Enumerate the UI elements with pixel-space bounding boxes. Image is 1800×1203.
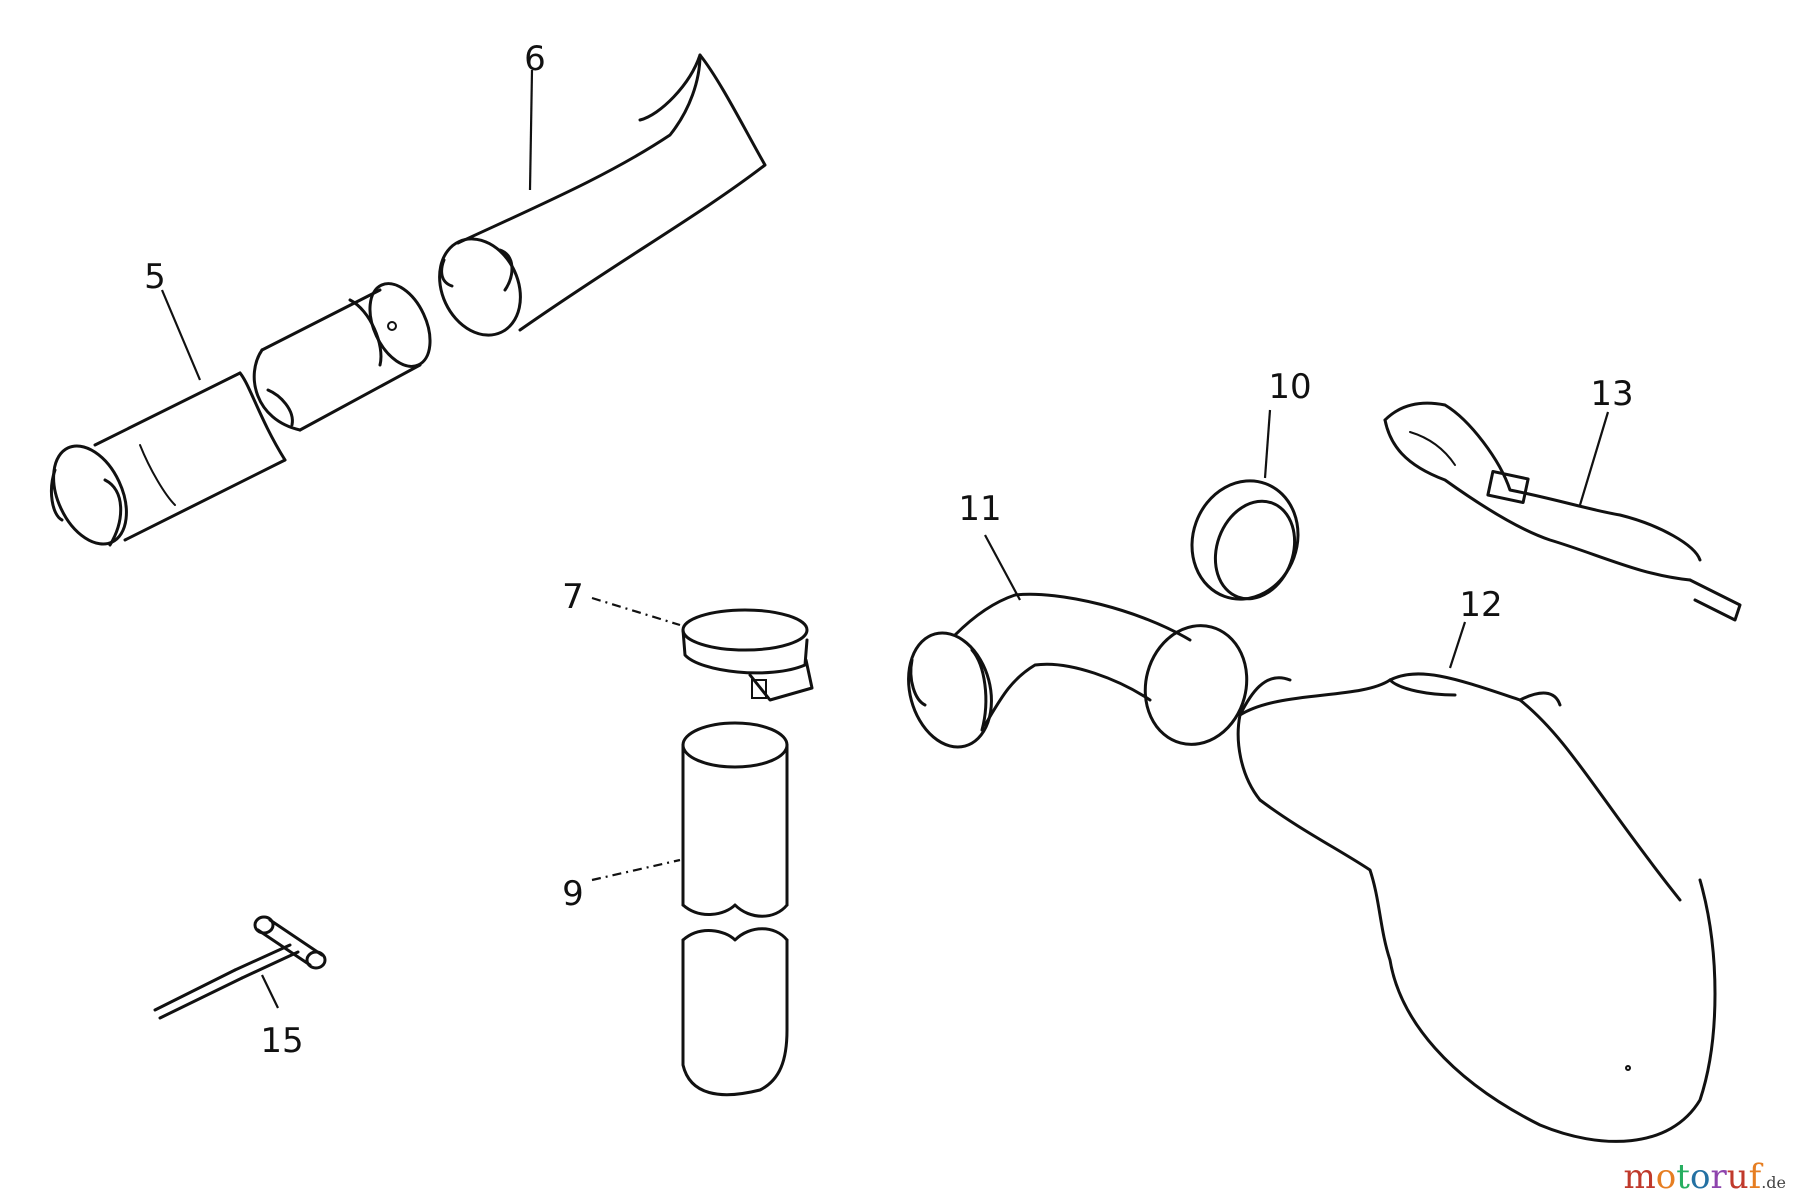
part-12-housing: [1236, 672, 1717, 1143]
leader-15: [261, 974, 279, 1009]
watermark-domain: .de: [1761, 1173, 1786, 1192]
part-15-wrench: [153, 915, 327, 1020]
watermark-logo: motoruf.de: [1624, 1157, 1786, 1197]
part-9-tube: [681, 721, 789, 1097]
callout-7: 7: [562, 577, 584, 617]
callout-6: 6: [524, 39, 546, 79]
callout-5: 5: [144, 257, 166, 297]
part-10-ring: [1190, 479, 1300, 601]
part-7-clamp: [681, 608, 814, 702]
leader-11: [984, 534, 1021, 601]
callout-9: 9: [562, 874, 584, 914]
leader-5: [160, 289, 202, 381]
leader-10: [1263, 409, 1272, 479]
part-13-strap: [1383, 401, 1742, 622]
watermark-text: motoruf: [1623, 1157, 1762, 1197]
callout-13: 13: [1590, 374, 1633, 414]
part-6-nozzle: [438, 53, 767, 337]
leader-7: [591, 596, 681, 627]
callout-12: 12: [1459, 585, 1502, 625]
leader-lines: [160, 69, 1610, 1009]
callouts: 6 5 7 9 10 11 12 13 15: [144, 39, 1633, 1061]
callout-10: 10: [1268, 367, 1311, 407]
leader-9: [591, 858, 681, 882]
leader-12: [1448, 621, 1467, 669]
callout-11: 11: [958, 489, 1001, 529]
part-11-elbow: [907, 592, 1249, 749]
part-5-pipe: [50, 282, 432, 547]
leader-13: [1578, 411, 1610, 506]
leader-6: [528, 69, 534, 191]
callout-15: 15: [260, 1021, 303, 1061]
